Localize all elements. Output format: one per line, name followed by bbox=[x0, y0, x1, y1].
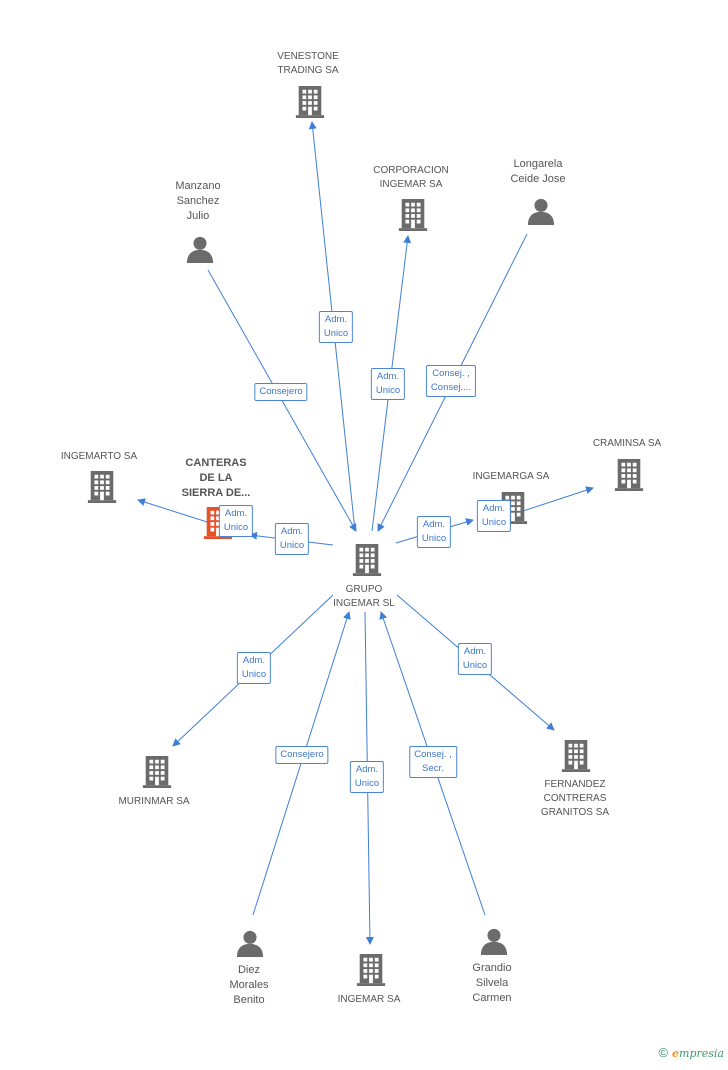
node-label-diez[interactable]: Diez Morales Benito bbox=[229, 964, 269, 1006]
node-label-corporacion[interactable]: CORPORACION INGEMAR SA bbox=[373, 165, 449, 190]
node-label-longarela[interactable]: Longarela Ceide Jose bbox=[510, 158, 566, 185]
node-label-canteras[interactable]: CANTERAS DE LA SIERRA DE... bbox=[181, 457, 251, 499]
grandio-person-icon[interactable] bbox=[480, 928, 508, 955]
ingemar-building-icon[interactable] bbox=[356, 954, 386, 986]
node-label-manzano[interactable]: Manzano Sanchez Julio bbox=[175, 180, 221, 222]
edge-label-canteras-to-ingemarto: Adm. Unico bbox=[218, 505, 254, 537]
edge-label-grupo-to-ingemar: Adm. Unico bbox=[349, 761, 385, 793]
edge-label-grandio-to-grupo: Consej. , Secr. bbox=[409, 746, 457, 778]
edge-label-grupo-to-murinmar: Adm. Unico bbox=[236, 652, 272, 684]
edge-label-grupo-to-corporacion: Adm. Unico bbox=[370, 368, 406, 400]
manzano-person-icon[interactable] bbox=[186, 236, 214, 263]
edge-ingemarga-to-craminsa bbox=[513, 486, 594, 515]
murinmar-building-icon[interactable] bbox=[142, 756, 172, 788]
edge-label-ingemarga-to-craminsa: Adm. Unico bbox=[476, 500, 512, 532]
corporacion-building-icon[interactable] bbox=[398, 199, 428, 231]
diez-person-icon[interactable] bbox=[236, 930, 264, 957]
edge-label-grupo-to-fernandez: Adm. Unico bbox=[457, 643, 493, 675]
edge-label-grupo-to-canteras: Adm. Unico bbox=[274, 523, 310, 555]
edge-label-grupo-to-ingemarga: Adm. Unico bbox=[416, 516, 452, 548]
ingemarto-building-icon[interactable] bbox=[87, 471, 117, 503]
brand-logo-initial: e bbox=[672, 1047, 680, 1060]
copyright-icon: © bbox=[658, 1045, 669, 1060]
node-label-craminsa[interactable]: CRAMINSA SA bbox=[592, 438, 662, 449]
edge-label-longarela-to-grupo: Consej. , Consej.... bbox=[425, 365, 477, 397]
node-label-ingemar[interactable]: INGEMAR SA bbox=[337, 994, 401, 1005]
node-label-venestone[interactable]: VENESTONE TRADING SA bbox=[277, 51, 339, 76]
edge-label-manzano-to-grupo: Consejero bbox=[254, 383, 308, 401]
node-label-fernandez[interactable]: FERNANDEZ CONTRERAS GRANITOS SA bbox=[540, 779, 610, 818]
node-label-ingemarga[interactable]: INGEMARGA SA bbox=[472, 471, 550, 482]
node-label-grandio[interactable]: Grandio Silvela Carmen bbox=[472, 962, 512, 1004]
edge-label-diez-to-grupo: Consejero bbox=[275, 746, 329, 764]
node-label-ingemarto[interactable]: INGEMARTO SA bbox=[60, 451, 138, 462]
craminsa-building-icon[interactable] bbox=[614, 459, 644, 491]
fernandez-building-icon[interactable] bbox=[561, 740, 591, 772]
node-label-grupo[interactable]: GRUPO INGEMAR SL bbox=[333, 584, 395, 609]
venestone-building-icon[interactable] bbox=[295, 86, 325, 118]
grupo-building-icon[interactable] bbox=[352, 544, 382, 576]
brand-footer: ©empresia bbox=[658, 1045, 724, 1060]
edge-label-grupo-to-venestone: Adm. Unico bbox=[318, 311, 354, 343]
brand-logo-text: mpresia bbox=[679, 1047, 724, 1060]
node-label-murinmar[interactable]: MURINMAR SA bbox=[118, 796, 190, 807]
longarela-person-icon[interactable] bbox=[527, 198, 555, 225]
